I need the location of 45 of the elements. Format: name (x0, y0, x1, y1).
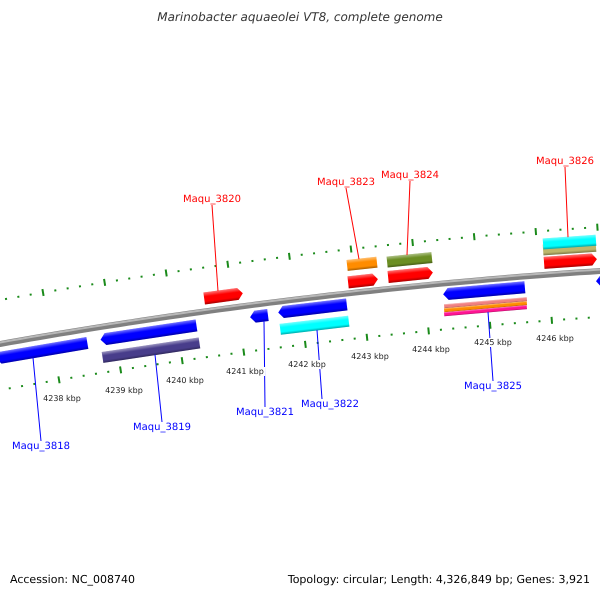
feature-bar (102, 338, 200, 363)
scale-label: 4242 kbp (287, 360, 327, 369)
scale-label: 4241 kbp (225, 367, 265, 376)
scale-label: 4243 kbp (350, 352, 390, 361)
gene-block (388, 267, 433, 283)
gene-block (596, 274, 600, 287)
leader-line (316, 329, 322, 400)
gene-block (203, 288, 243, 304)
title: Marinobacter aquaeolei VT8, complete genome (156, 10, 444, 24)
accession-text: Accession: NC_008740 (10, 573, 136, 586)
gene-label: Maqu_3818 (12, 441, 70, 452)
scale-label: 4240 kbp (165, 376, 205, 385)
leader-line (488, 311, 494, 382)
leader-line (32, 357, 42, 442)
scale-label: 4245 kbp (473, 338, 513, 347)
leader-line (346, 188, 360, 260)
gene-label: Maqu_3820 (183, 194, 241, 205)
leader-line (564, 166, 568, 238)
feature-bar (444, 305, 528, 316)
gene-block (250, 309, 269, 323)
gene-block (443, 281, 526, 300)
gene-block (0, 337, 88, 364)
leader-line (406, 180, 410, 256)
scale-label: 4239 kbp (104, 386, 144, 395)
feature-bar (280, 316, 350, 335)
scale-label: 4238 kbp (42, 394, 82, 403)
gene-label: Maqu_3819 (133, 422, 191, 433)
feature-bar (346, 256, 378, 271)
genome-info-text: Topology: circular; Length: 4,326,849 bp; Genes: 3,921 (288, 573, 590, 586)
gene-label: Maqu_3824 (381, 170, 439, 181)
scale-label: 4244 kbp (411, 345, 451, 354)
gene-label: Maqu_3826 (536, 156, 594, 167)
gene-block (544, 254, 597, 269)
gene-label: Maqu_3822 (301, 399, 359, 410)
gene-label: Maqu_3821 (236, 407, 294, 418)
gene-block (347, 274, 378, 288)
leader-line (212, 204, 218, 292)
gene-label: Maqu_3825 (464, 381, 522, 392)
gene-block (278, 298, 348, 318)
leader-line (264, 320, 266, 408)
scale-label: 4246 kbp (535, 334, 575, 343)
leader-line (154, 354, 162, 422)
feature-bar (542, 234, 596, 250)
feature-bar (386, 252, 432, 268)
gene-label: Maqu_3823 (317, 177, 375, 188)
